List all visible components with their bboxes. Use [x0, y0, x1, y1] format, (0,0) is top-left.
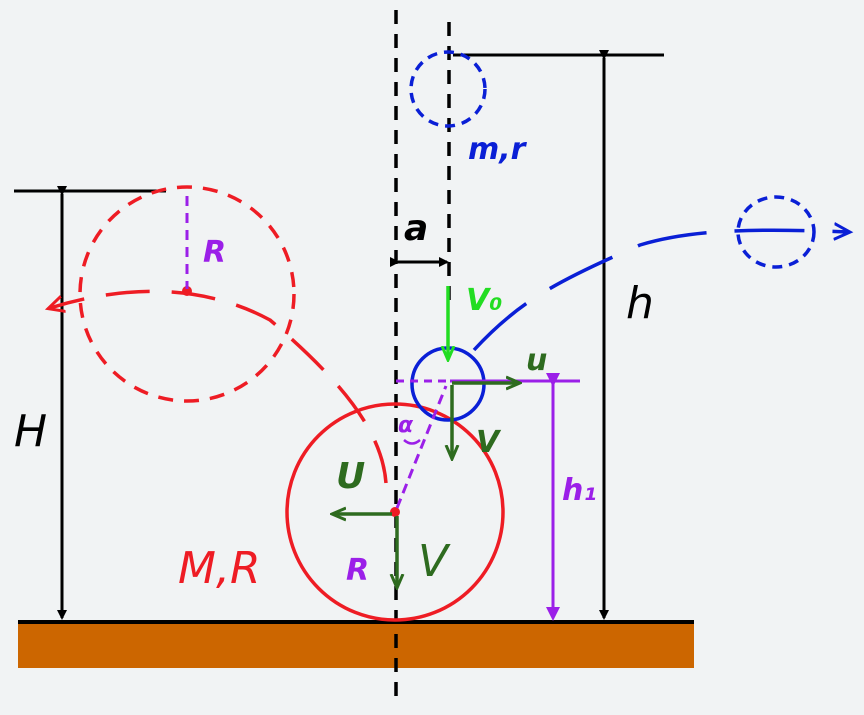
U-big-label: U	[336, 456, 365, 497]
big-ball	[285, 402, 505, 622]
center-line	[395, 385, 448, 509]
h1-label: h₁	[562, 473, 597, 508]
alpha-arc	[403, 439, 421, 445]
R-top-label: R	[203, 235, 226, 270]
big-ball-ghost	[78, 185, 296, 403]
ground-block	[18, 622, 694, 668]
small-ball-label: m,r	[468, 132, 528, 167]
V-big-label: V	[418, 536, 451, 587]
small-ball-ghost	[736, 195, 816, 269]
small-ball-trajectory	[472, 230, 848, 352]
big-ball-label: M,R	[178, 543, 261, 594]
a-label: a	[404, 208, 428, 249]
alpha-label: α	[398, 413, 414, 438]
u-small-label: u	[526, 343, 547, 378]
h-label: h	[626, 278, 654, 329]
v0-label: V₀	[466, 283, 502, 318]
v-small-label: V	[476, 425, 502, 460]
big-ball-center	[390, 507, 400, 517]
H-label: H	[14, 406, 47, 457]
R-inner-label: R	[346, 553, 369, 588]
big-ball-trajectory	[50, 289, 388, 484]
small-ball-initial	[409, 50, 487, 128]
